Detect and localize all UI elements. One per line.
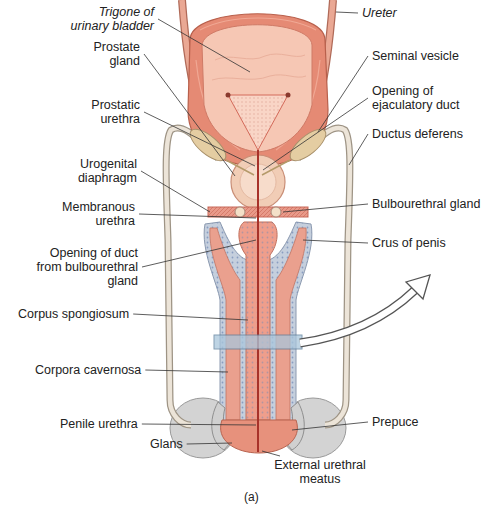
leader-line (142, 240, 256, 267)
part-label: Glans (150, 437, 183, 451)
part-label: Prepuce (372, 415, 419, 429)
figure-caption: (a) (244, 490, 259, 504)
leader-line (318, 56, 368, 132)
leader-line (292, 422, 368, 430)
leader-line (263, 98, 368, 170)
part-label: Prostatic urethra (75, 98, 140, 126)
leader-line (144, 112, 255, 166)
leader-line (283, 204, 368, 212)
leader-line (158, 19, 250, 72)
part-label: Seminal vesicle (372, 49, 459, 63)
part-label: Bulbourethral gland (372, 197, 480, 211)
leader-line (262, 451, 280, 456)
part-label: Ductus deferens (372, 127, 463, 141)
part-label: Prostate gland (80, 40, 140, 68)
part-label: Corpus spongiosum (18, 307, 129, 321)
leader-line (187, 443, 232, 444)
leader-line (349, 134, 368, 165)
part-label: Opening of duct from bulbourethral gland (26, 246, 138, 288)
leader-line (139, 214, 256, 218)
part-label: Trigone of urinary bladder (62, 5, 154, 33)
part-label: Ureter (362, 6, 397, 20)
part-label: Corpora cavernosa (35, 363, 141, 377)
part-label: External urethral meatus (268, 458, 372, 486)
leader-line (336, 12, 358, 13)
part-label: Opening of ejaculatory duct (372, 84, 484, 112)
leader-line (142, 424, 256, 425)
leader-line (303, 240, 368, 243)
leader-line (145, 370, 228, 372)
part-label: Urogenital diaphragm (55, 157, 137, 185)
part-label: Membranous urethra (45, 200, 135, 228)
leader-line (133, 314, 248, 320)
part-label: Crus of penis (372, 236, 446, 250)
part-label: Penile urethra (60, 417, 138, 431)
leader-line (144, 54, 235, 176)
leader-line (141, 171, 210, 212)
